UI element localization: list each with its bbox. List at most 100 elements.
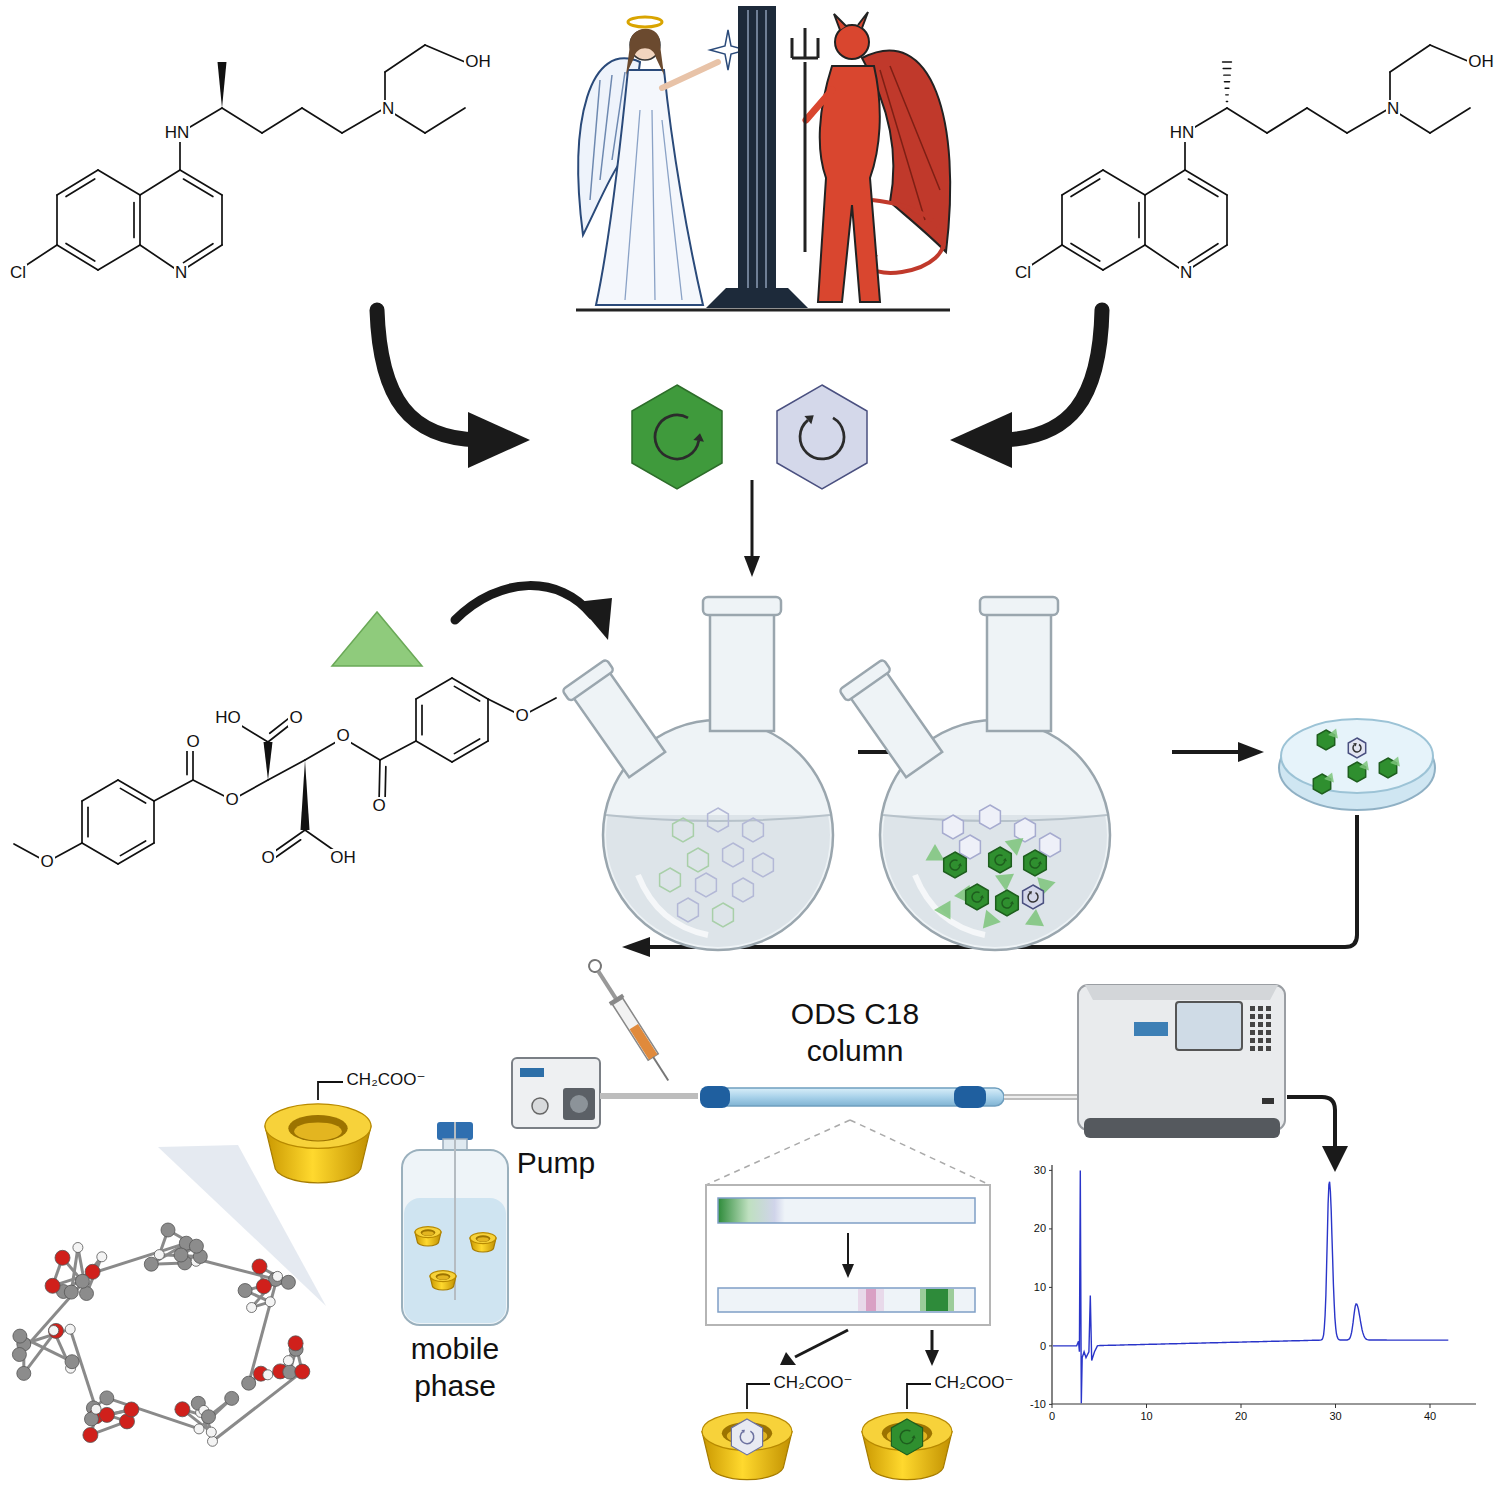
bond	[415, 699, 417, 741]
resolving-agent-icon	[332, 612, 422, 666]
art-shape	[780, 1352, 796, 1365]
rotation-arrowhead	[912, 1435, 916, 1438]
rotation-arrowhead	[1353, 743, 1357, 747]
art-shape	[662, 62, 718, 88]
tick	[1052, 1404, 1053, 1408]
enantiomer-hexagon	[708, 808, 729, 832]
bond	[98, 170, 140, 195]
rotation-arrowhead	[958, 863, 962, 866]
resolving-agent-triangle	[1359, 760, 1369, 770]
bond	[180, 170, 222, 195]
model-atom	[242, 1376, 256, 1390]
bond	[56, 195, 58, 245]
ring-cavity	[476, 1235, 491, 1242]
resolving-agent-triangle	[1324, 772, 1334, 782]
bond	[342, 108, 385, 133]
ring-cavity-inner	[294, 1122, 342, 1140]
bond	[1138, 203, 1140, 238]
art-shape	[931, 1330, 934, 1352]
bond	[1188, 179, 1217, 197]
pump-node: Pump	[512, 1052, 600, 1183]
tubing-connector	[600, 1093, 698, 1099]
art-shape	[630, 1024, 658, 1060]
group-label: CH₂COO⁻	[773, 1374, 854, 1393]
enantiomer-hexagon	[996, 890, 1019, 916]
model-atom	[238, 1284, 252, 1298]
model-atom	[295, 1364, 310, 1379]
art-shape	[706, 1120, 990, 1185]
axis-tick-label: 30	[1033, 1164, 1047, 1176]
art-shape	[926, 1289, 948, 1311]
art-shape	[512, 1058, 600, 1128]
art-shape	[570, 1095, 588, 1113]
tick	[1335, 1404, 1336, 1408]
chromatogram	[1049, 1165, 1476, 1408]
resolving-agent-triangle	[934, 901, 951, 920]
bond	[1071, 179, 1100, 197]
bond	[183, 179, 212, 197]
bond	[1430, 108, 1470, 133]
atom-label: O	[224, 791, 239, 810]
bond	[153, 801, 155, 843]
key	[1266, 1022, 1271, 1027]
bond	[1224, 81, 1229, 82]
resolving-agent-triangle	[995, 874, 1014, 891]
leader-line	[318, 1082, 343, 1100]
ring-cavity	[436, 1273, 451, 1280]
bond	[1267, 108, 1307, 133]
column-node: ODS C18 column	[698, 995, 1012, 1110]
wedge-bond	[218, 62, 227, 108]
art-shape	[751, 480, 754, 560]
atom-label: N	[1179, 264, 1193, 283]
bond	[1189, 244, 1218, 263]
bond	[1226, 101, 1227, 102]
enantiomer-hexagon	[1348, 738, 1365, 758]
group-label: CH₂COO⁻	[934, 1374, 1015, 1393]
detector	[1078, 985, 1285, 1138]
pump	[512, 1058, 600, 1128]
resolving-agent-triangle	[1390, 756, 1400, 766]
bond	[262, 108, 302, 133]
model-atom	[73, 1243, 83, 1253]
bond	[1027, 245, 1062, 268]
atom-label: HN	[164, 124, 191, 143]
bond	[139, 195, 141, 245]
key	[1266, 1038, 1271, 1043]
enantiomer-hexagon	[673, 818, 694, 842]
cyclodextrin-ring	[430, 1271, 456, 1290]
ring-cavity	[288, 1115, 347, 1142]
bond	[81, 801, 83, 843]
key	[1250, 1014, 1255, 1019]
tick	[1049, 1170, 1052, 1171]
enantiomer-hexagon	[733, 878, 754, 902]
wedge-bond	[264, 742, 273, 780]
model-atom	[55, 1250, 70, 1265]
mobile-phase-bottle	[402, 1122, 508, 1325]
enantiomer-hexagon	[1023, 885, 1044, 909]
model-atom	[247, 1303, 257, 1313]
axis-tick-label: -10	[1029, 1398, 1047, 1410]
art-shape	[834, 12, 868, 30]
enantiomer-hexagon	[989, 847, 1012, 873]
key	[1258, 1030, 1263, 1035]
key	[1258, 1022, 1263, 1027]
flask	[562, 597, 833, 955]
tick	[1146, 1404, 1147, 1408]
model-atom	[12, 1348, 26, 1362]
enantiomer-hexagon	[777, 385, 867, 489]
atom-label: Cl	[9, 264, 27, 283]
bond	[1225, 88, 1229, 89]
bond	[487, 699, 489, 741]
bond	[1103, 245, 1145, 270]
atom-label: O	[260, 849, 275, 868]
resolving-agent-triangle	[1025, 909, 1044, 926]
enantiomer-hexagon	[980, 805, 1001, 829]
art-shape	[806, 90, 832, 120]
bond	[1227, 108, 1267, 133]
model-atom	[64, 1285, 78, 1299]
art-shape	[532, 1098, 548, 1114]
enantiomer-hexagon	[943, 815, 964, 839]
model-bond	[213, 1372, 303, 1442]
art-shape	[792, 28, 818, 58]
